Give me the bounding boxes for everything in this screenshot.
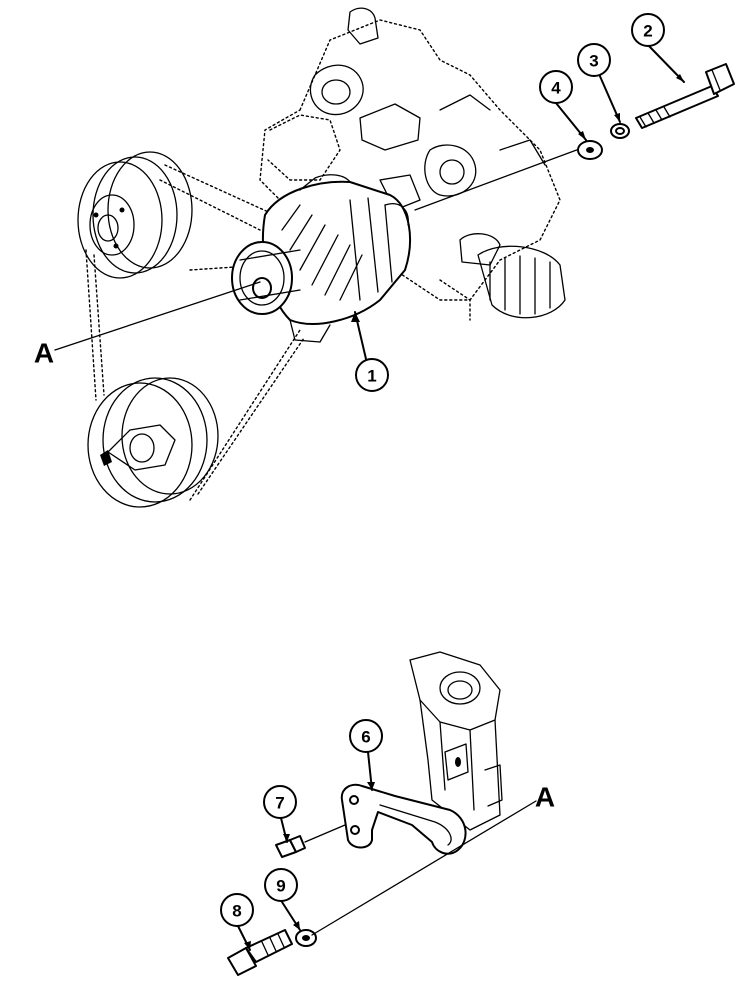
alternator	[231, 174, 411, 343]
svg-text:3: 3	[589, 52, 598, 71]
lock-washer-part-3	[610, 123, 630, 139]
callout-2: 2	[631, 13, 665, 47]
svg-text:9: 9	[276, 877, 285, 896]
bolt-part-7	[275, 824, 346, 858]
callout-9: 9	[264, 868, 298, 902]
svg-text:8: 8	[232, 902, 241, 921]
crankshaft-pulley-upper	[77, 151, 193, 279]
washer-part-9	[295, 929, 317, 947]
reference-mark-a-bottom: A	[535, 782, 555, 813]
svg-text:2: 2	[643, 22, 652, 41]
callout-3: 3	[577, 43, 611, 77]
leader-lines-top	[54, 44, 685, 360]
oil-filter	[439, 233, 566, 321]
svg-text:1: 1	[367, 367, 376, 386]
reference-line-bottom	[311, 800, 537, 936]
crankshaft-pulley-lower	[87, 377, 219, 508]
svg-text:4: 4	[551, 79, 561, 98]
callout-8: 8	[220, 893, 254, 927]
drive-belt	[85, 164, 305, 501]
svg-text:6: 6	[361, 728, 370, 747]
bracket-part-6	[340, 783, 467, 855]
washer-part-4	[577, 140, 603, 160]
callout-4: 4	[539, 70, 573, 104]
leader-lines-bottom	[237, 751, 375, 951]
bolt-part-8	[227, 929, 293, 976]
callout-7: 7	[263, 785, 297, 819]
callout-1: 1	[355, 358, 389, 392]
bolt-part-2	[635, 63, 735, 129]
svg-text:7: 7	[275, 794, 284, 813]
reference-mark-a-top: A	[34, 338, 54, 369]
pivot-bolt-assembly	[414, 63, 735, 211]
callout-6: 6	[349, 719, 383, 753]
